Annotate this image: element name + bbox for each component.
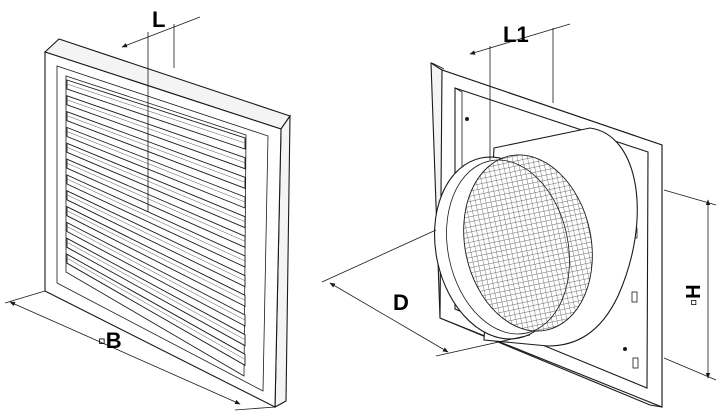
clip-2 — [631, 291, 638, 303]
louver-slat-edge — [66, 115, 246, 183]
louver-slat — [66, 221, 246, 327]
screw-1 — [465, 117, 469, 121]
right-grille-frame-corner — [431, 62, 445, 70]
louver-slat — [66, 158, 246, 248]
louver-slat — [66, 174, 246, 268]
right-diameter-arrow — [329, 282, 449, 353]
right-depth-dimension: L1 — [469, 22, 571, 160]
right-diameter-extension-2 — [435, 334, 531, 357]
louver-slat — [66, 111, 246, 189]
left-depth-arrow — [121, 16, 201, 48]
clip-3 — [632, 357, 639, 369]
left-grille-inner-border — [56, 65, 269, 392]
louver-slat — [66, 190, 246, 288]
right-depth-label: L1 — [503, 22, 529, 47]
left-width-arrow — [9, 301, 241, 405]
louver-slat-edge — [66, 178, 246, 262]
louver-slat-edge — [66, 194, 246, 281]
left-depth-label: L — [152, 7, 165, 32]
left-width-extension-2 — [234, 406, 276, 411]
louver-slat — [66, 95, 246, 170]
louver-slat-edge — [66, 162, 246, 242]
louver-slat — [66, 126, 246, 209]
left-grille: L ▫B — [4, 7, 291, 411]
louver-slat — [66, 205, 246, 308]
right-grille-mesh — [463, 154, 593, 332]
louver-slat-edge — [66, 83, 246, 144]
right-height-dimension: ▫H — [663, 189, 717, 381]
left-width-label: ▫B — [98, 328, 122, 353]
left-depth-dimension: L — [121, 7, 201, 212]
left-width-dimension: ▫B — [4, 290, 276, 411]
louver-slat-edge — [66, 147, 246, 222]
screw-3 — [623, 347, 627, 351]
right-diameter-label: D — [393, 290, 409, 315]
right-depth-arrow — [469, 23, 571, 55]
louver-slat-edge — [66, 99, 246, 163]
louver-slat-edge — [66, 131, 246, 203]
louver-slat-edge — [66, 210, 246, 301]
right-grille: L1 D ▫H — [321, 22, 717, 408]
louver-slat — [66, 79, 246, 150]
right-height-label: ▫H — [683, 284, 705, 306]
left-grille-louver-area — [65, 75, 247, 377]
left-grille-louvers — [66, 79, 246, 367]
right-grille-spigot-inner-rim — [446, 159, 570, 335]
right-diameter-extension-1 — [321, 229, 437, 283]
right-diameter-dimension: D — [321, 229, 531, 357]
left-width-extension-1 — [4, 290, 46, 304]
louver-slat — [66, 142, 246, 229]
